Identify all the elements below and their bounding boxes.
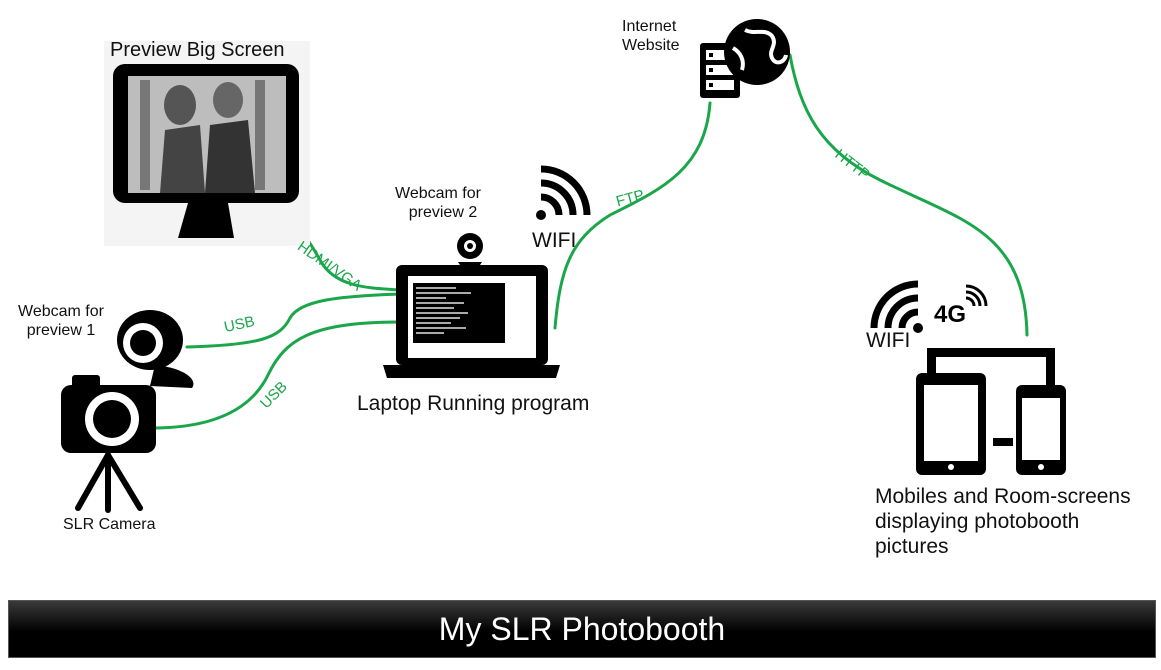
title-banner: My SLR Photobooth xyxy=(8,600,1156,658)
mobiles-label-line2: displaying photobooth xyxy=(875,510,1080,534)
usb-webcam-line xyxy=(185,292,402,349)
tablet-icon xyxy=(916,348,1055,475)
wifi-icon xyxy=(536,165,591,220)
webcam-icon xyxy=(117,299,194,388)
phone-icon xyxy=(1016,385,1066,475)
svg-text:4G: 4G xyxy=(934,301,966,328)
preview-screen-label: Preview Big Screen xyxy=(110,39,285,61)
monitor-icon xyxy=(104,41,310,246)
webcam-icon xyxy=(457,233,483,268)
webcam2-label-line1: Webcam for xyxy=(395,185,481,202)
http-line xyxy=(788,53,1029,337)
mobile-wifi-label: WIFI xyxy=(866,329,911,352)
ftp-line xyxy=(553,101,712,330)
webcam1-label: Webcam for preview 1 xyxy=(18,302,104,340)
mobiles-label-line1: Mobiles and Room-screens xyxy=(875,485,1131,508)
slr-label: SLR Camera xyxy=(63,516,156,533)
globe-icon xyxy=(724,19,790,85)
laptop-wifi-label: WIFI xyxy=(532,229,577,252)
laptop-icon xyxy=(383,265,560,378)
webcam1-label-line1: Webcam for xyxy=(18,303,104,320)
webcam2-label-line2: preview 2 xyxy=(408,204,478,222)
4g-icon: 4G xyxy=(934,284,988,328)
mobiles-label: Mobiles and Room-screens displaying phot… xyxy=(875,484,1131,560)
mobiles-label-line3: pictures xyxy=(875,535,949,559)
wifi-icon xyxy=(870,280,923,333)
page-title: My SLR Photobooth xyxy=(438,610,726,647)
internet-label-line2: Website xyxy=(622,37,680,55)
camera-icon xyxy=(61,375,156,453)
webcam2-label: Webcam for preview 2 xyxy=(395,184,481,222)
webcam1-label-line2: preview 1 xyxy=(26,322,96,340)
internet-label: Internet Website xyxy=(622,17,680,55)
laptop-label: Laptop Running program xyxy=(357,392,590,415)
tripod-icon xyxy=(75,452,143,513)
usb-camera-line xyxy=(150,320,402,430)
internet-label-line1: Internet xyxy=(622,18,677,35)
